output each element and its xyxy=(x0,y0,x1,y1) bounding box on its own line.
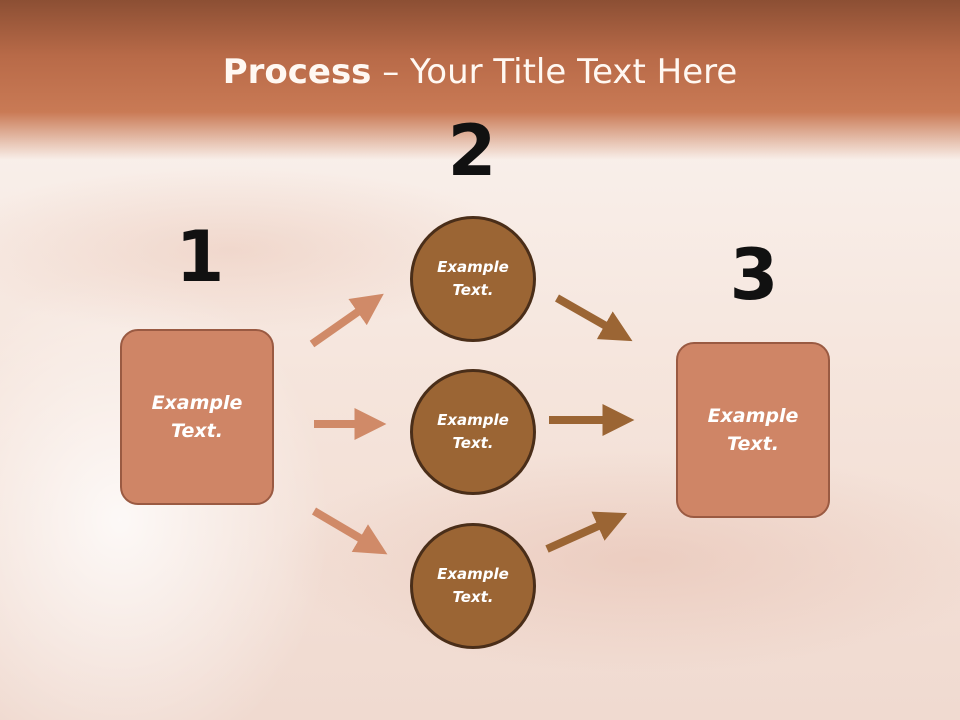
arrow-left-to-bottom xyxy=(311,507,388,555)
arrow-bottom-to-right xyxy=(545,511,628,553)
circle-bottom-text: Example Text. xyxy=(437,564,509,606)
step-number-1: 1 xyxy=(175,216,225,298)
left-box-text: Example Text. xyxy=(151,391,243,443)
right-box-text: Example Text. xyxy=(707,404,799,456)
circle-middle-text: Example Text. xyxy=(437,410,509,452)
left-process-box: Example Text. xyxy=(120,329,274,505)
slide-title: Process – Your Title Text Here xyxy=(0,52,960,92)
step-number-3: 3 xyxy=(729,234,779,316)
right-process-box: Example Text. xyxy=(676,342,830,518)
title-rest: – Your Title Text Here xyxy=(371,52,738,92)
arrow-top-to-right xyxy=(555,294,633,342)
arrow-left-to-top xyxy=(309,293,384,348)
process-circle-middle: Example Text. xyxy=(410,369,536,495)
step-number-2: 2 xyxy=(447,110,497,192)
circle-top-text: Example Text. xyxy=(437,257,509,299)
title-band xyxy=(0,0,960,160)
process-circle-top: Example Text. xyxy=(410,216,536,342)
title-bold: Process xyxy=(222,52,372,92)
process-circle-bottom: Example Text. xyxy=(410,523,536,649)
